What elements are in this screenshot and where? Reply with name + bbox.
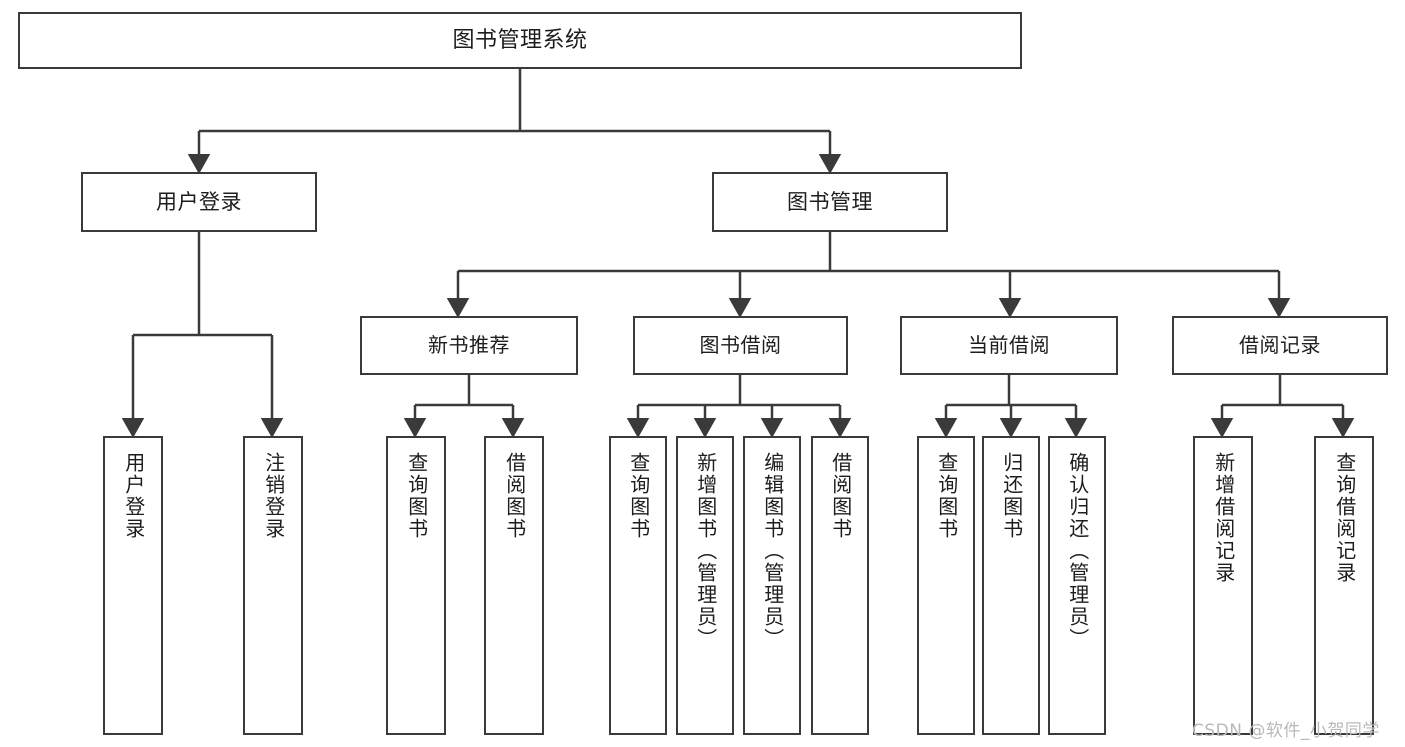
- leaf-return-book[interactable]: 归还图书: [982, 436, 1040, 735]
- leaf-confirm-return-admin[interactable]: 确认归还（管理员）: [1048, 436, 1106, 735]
- node-label: 归还图书: [999, 452, 1024, 540]
- node-book-management[interactable]: 图书管理: [712, 172, 948, 232]
- leaf-query-book-borrow[interactable]: 查询图书: [609, 436, 667, 735]
- csdn-watermark: CSDN @软件_小贺同学: [1192, 721, 1380, 741]
- leaf-user-login[interactable]: 用户登录: [103, 436, 163, 735]
- leaf-add-book-admin[interactable]: 新增图书（管理员）: [676, 436, 734, 735]
- node-label: 新增借阅记录: [1211, 452, 1236, 584]
- node-label: 用户登录: [156, 189, 242, 214]
- node-book-borrow[interactable]: 图书借阅: [633, 316, 848, 375]
- leaf-add-borrow-record[interactable]: 新增借阅记录: [1193, 436, 1253, 735]
- node-user-login[interactable]: 用户登录: [81, 172, 317, 232]
- node-label: 查询图书: [404, 452, 429, 540]
- leaf-borrow-book[interactable]: 借阅图书: [811, 436, 869, 735]
- node-label: 注销登录: [261, 452, 286, 540]
- node-label: 用户登录: [121, 452, 146, 540]
- leaf-query-borrow-record[interactable]: 查询借阅记录: [1314, 436, 1374, 735]
- leaf-query-book-recommend[interactable]: 查询图书: [386, 436, 446, 735]
- node-label: 新增图书（管理员）: [693, 452, 718, 650]
- node-borrow-record[interactable]: 借阅记录: [1172, 316, 1388, 375]
- node-label: 当前借阅: [968, 333, 1050, 357]
- leaf-query-book-current[interactable]: 查询图书: [917, 436, 975, 735]
- node-label: 查询图书: [934, 452, 959, 540]
- node-label: 图书借阅: [699, 333, 782, 357]
- node-label: 图书管理: [787, 189, 873, 214]
- node-label: 确认归还（管理员）: [1065, 452, 1090, 650]
- node-root-system[interactable]: 图书管理系统: [18, 12, 1022, 69]
- leaf-user-logout[interactable]: 注销登录: [243, 436, 303, 735]
- node-new-book-recommend[interactable]: 新书推荐: [360, 316, 578, 375]
- node-label: 查询图书: [626, 452, 651, 540]
- node-label: 新书推荐: [428, 333, 510, 357]
- node-label: 借阅图书: [502, 452, 527, 540]
- leaf-edit-book-admin[interactable]: 编辑图书（管理员）: [743, 436, 801, 735]
- node-current-borrow[interactable]: 当前借阅: [900, 316, 1118, 375]
- node-label: 借阅图书: [828, 452, 853, 540]
- node-label: 图书管理系统: [452, 27, 588, 53]
- leaf-borrow-book-recommend[interactable]: 借阅图书: [484, 436, 544, 735]
- node-label: 借阅记录: [1239, 333, 1321, 357]
- node-label: 编辑图书（管理员）: [760, 452, 785, 650]
- node-label: 查询借阅记录: [1332, 452, 1357, 584]
